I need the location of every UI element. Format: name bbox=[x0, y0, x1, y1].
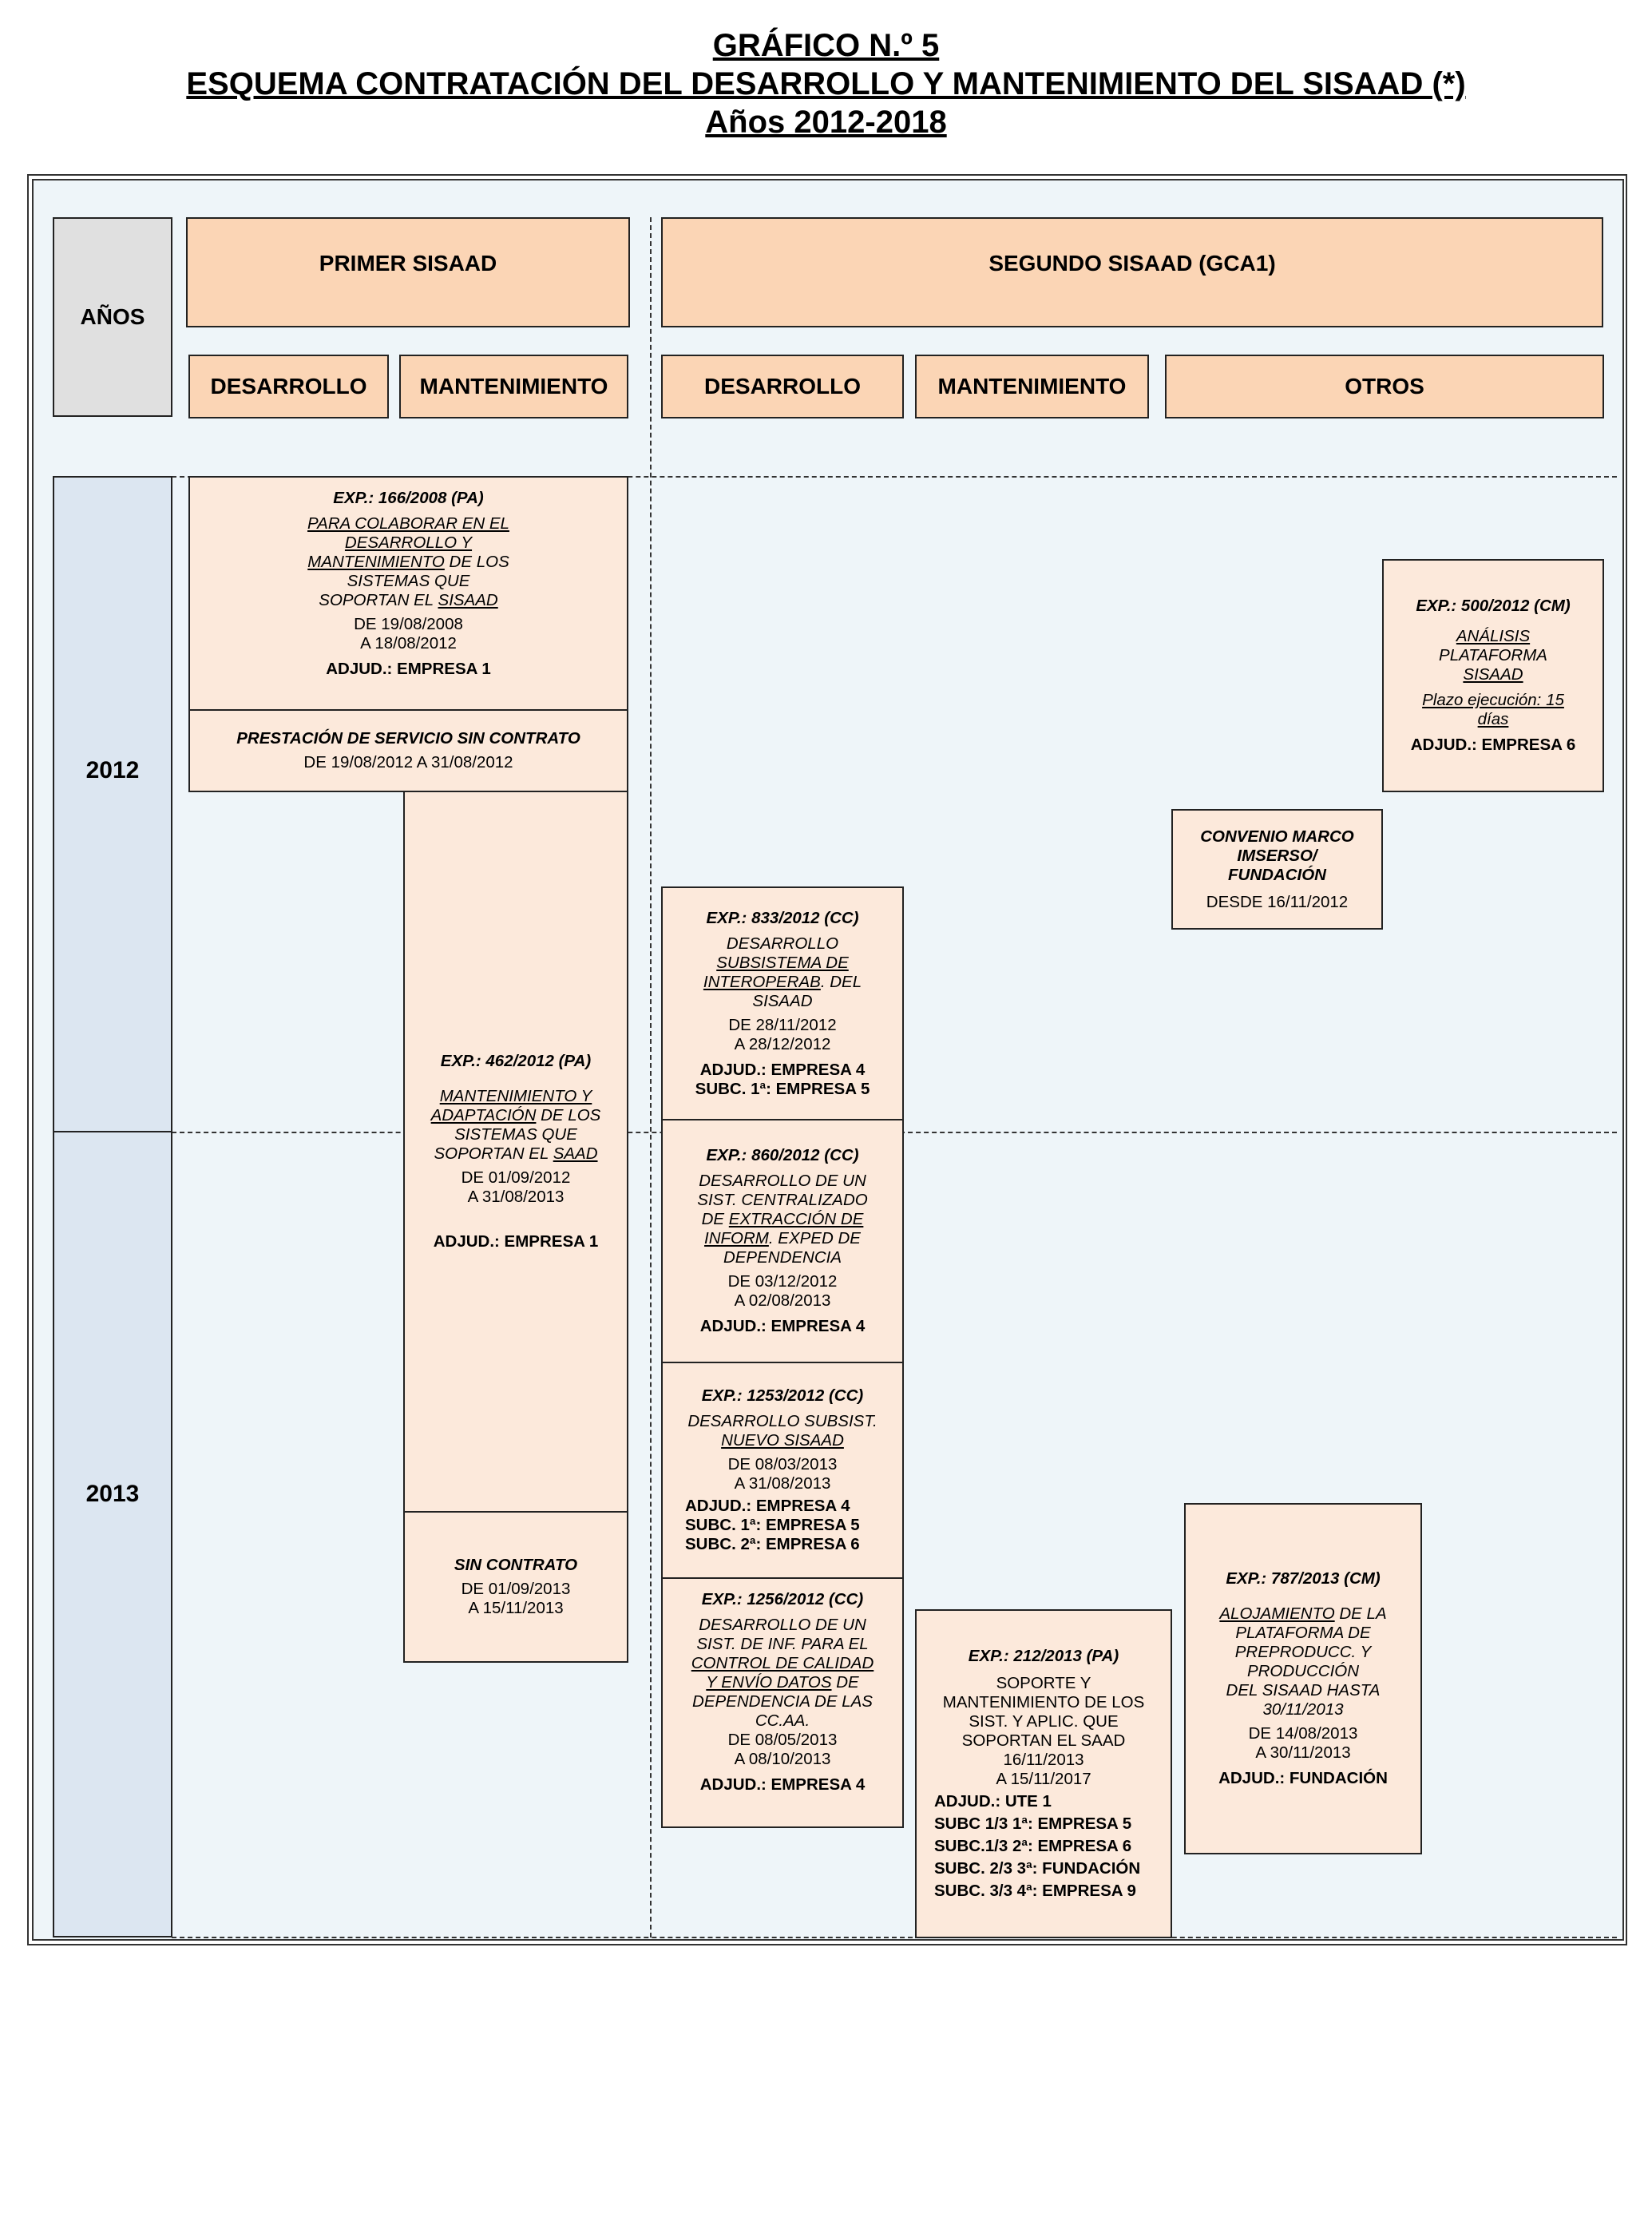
adjudicatario: ADJUD.: EMPRESA 4 bbox=[685, 1497, 850, 1515]
exp-number: EXP.: 787/2013 (CM) bbox=[1226, 1569, 1381, 1588]
adjudicatario: ADJUD.: EMPRESA 4 bbox=[699, 1775, 866, 1794]
contract-exp-787-2013: EXP.: 787/2013 (CM) ALOJAMIENTO DE LA PL… bbox=[1184, 1503, 1422, 1854]
date-range: 16/11/2013 A 15/11/2017 bbox=[996, 1751, 1091, 1788]
date-range: DE 19/08/2008 A 18/08/2012 bbox=[354, 615, 463, 652]
header-desarrollo-1: DESARROLLO bbox=[188, 355, 389, 418]
contract-exp-212-2013: EXP.: 212/2013 (PA) SOPORTE Y MANTENIMIE… bbox=[915, 1609, 1172, 1938]
convenio-date: DESDE 16/11/2012 bbox=[1206, 892, 1349, 911]
header-mantenimiento-1: MANTENIMIENTO bbox=[399, 355, 628, 418]
date-range: DE 01/09/2012 A 31/08/2013 bbox=[461, 1168, 571, 1206]
subcontratista-2: SUBC. 2ª: EMPRESA 6 bbox=[685, 1535, 860, 1553]
chart-title-line1: GRÁFICO N.º 5 bbox=[712, 28, 940, 63]
exp-number: EXP.: 1253/2012 (CC) bbox=[701, 1386, 864, 1405]
subcontratista: SUBC. 1ª: EMPRESA 5 bbox=[695, 1079, 870, 1098]
divider-year-2012-top bbox=[172, 476, 1617, 478]
exp-number: EXP.: 212/2013 (PA) bbox=[968, 1647, 1119, 1665]
header-primer-sisaad: PRIMER SISAAD bbox=[186, 217, 630, 327]
header-mantenimiento-2: MANTENIMIENTO bbox=[915, 355, 1149, 418]
date-range: DE 28/11/2012 A 28/12/2012 bbox=[728, 1015, 837, 1053]
convenio-marco-imserso: CONVENIO MARCO IMSERSO/ FUNDACIÓN DESDE … bbox=[1171, 809, 1383, 930]
convenio-title: CONVENIO MARCO IMSERSO/ FUNDACIÓN bbox=[1200, 827, 1354, 884]
description: PARA COLABORAR EN EL DESARROLLO Y MANTEN… bbox=[307, 514, 509, 609]
contract-exp-166-2008: EXP.: 166/2008 (PA) PARA COLABORAR EN EL… bbox=[188, 476, 628, 711]
adjudicatario: ADJUD.: EMPRESA 1 bbox=[326, 660, 491, 678]
year-cell-2013 bbox=[53, 1131, 172, 1937]
prestacion-title: PRESTACIÓN DE SERVICIO SIN CONTRATO bbox=[236, 729, 580, 748]
adjudicatario: ADJUD.: EMPRESA 1 bbox=[433, 1232, 599, 1251]
subcontratista-2: SUBC.1/3 2ª: EMPRESA 6 bbox=[934, 1837, 1132, 1855]
description: DESARROLLO DE UN SIST. CENTRALIZADO DE E… bbox=[697, 1172, 868, 1267]
adjudicatario: ADJUD.: FUNDACIÓN bbox=[1218, 1769, 1388, 1787]
divider-bottom bbox=[172, 1937, 1617, 1938]
subcontratista-4: SUBC. 3/3 4ª: EMPRESA 9 bbox=[934, 1882, 1136, 1900]
subcontratista-3: SUBC. 2/3 3ª: FUNDACIÓN bbox=[934, 1859, 1141, 1878]
prestacion-dates: DE 19/08/2012 A 31/08/2012 bbox=[303, 753, 513, 771]
subcontratista-1: SUBC 1/3 1ª: EMPRESA 5 bbox=[934, 1814, 1132, 1833]
year-cell-2012 bbox=[53, 476, 172, 1132]
diagram-frame bbox=[27, 174, 1627, 1945]
adjudicatario: ADJUD.: UTE 1 bbox=[934, 1792, 1052, 1810]
year-label-2013: 2013 bbox=[85, 1481, 140, 1507]
contract-sin-contrato: SIN CONTRATO DE 01/09/2013 A 15/11/2013 bbox=[403, 1511, 628, 1663]
adjudicatario: ADJUD.: EMPRESA 6 bbox=[1410, 736, 1576, 754]
contract-exp-860-2012: EXP.: 860/2012 (CC) DESARROLLO DE UN SIS… bbox=[661, 1119, 904, 1363]
chart-title-line2: ESQUEMA CONTRATACIÓN DEL DESARROLLO Y MA… bbox=[186, 66, 1466, 101]
exp-number: EXP.: 500/2012 (CM) bbox=[1416, 597, 1571, 615]
description: SOPORTE Y MANTENIMIENTO DE LOS SIST. Y A… bbox=[942, 1674, 1145, 1750]
subcontratista-1: SUBC. 1ª: EMPRESA 5 bbox=[685, 1516, 860, 1534]
description: DESARROLLO DE UN SIST. DE INF. PARA EL C… bbox=[691, 1616, 874, 1730]
adjudicatario: ADJUD.: EMPRESA 4 bbox=[699, 1060, 866, 1079]
header-segundo-sisaad: SEGUNDO SISAAD (GCA1) bbox=[661, 217, 1603, 327]
divider-primer-segundo bbox=[650, 217, 652, 1937]
header-otros: OTROS bbox=[1165, 355, 1604, 418]
description: DESARROLLO SUBSISTEMA DE INTEROPERAB. DE… bbox=[703, 934, 862, 1010]
contract-exp-1256-2012: EXP.: 1256/2012 (CC) DESARROLLO DE UN SI… bbox=[661, 1577, 904, 1828]
exp-number: EXP.: 462/2012 (PA) bbox=[440, 1052, 592, 1070]
plazo-ejecucion: Plazo ejecución: 15 días bbox=[1422, 691, 1564, 728]
chart-title-line3: Años 2012-2018 bbox=[705, 105, 947, 140]
contract-exp-833-2012: EXP.: 833/2012 (CC) DESARROLLO SUBSISTEM… bbox=[661, 886, 904, 1120]
date-range: DE 03/12/2012 A 02/08/2013 bbox=[727, 1272, 838, 1310]
contract-exp-462-2012: EXP.: 462/2012 (PA) MANTENIMIENTO Y ADAP… bbox=[403, 791, 628, 1513]
date-range: DE 08/03/2013 A 31/08/2013 bbox=[727, 1455, 838, 1493]
contract-exp-500-2012: EXP.: 500/2012 (CM) ANÁLISIS PLATAFORMA … bbox=[1382, 559, 1604, 792]
sin-contrato-title: SIN CONTRATO bbox=[454, 1556, 578, 1574]
description: ANÁLISIS PLATAFORMA SISAAD bbox=[1439, 627, 1547, 684]
header-desarrollo-2: DESARROLLO bbox=[661, 355, 904, 418]
description: DESARROLLO SUBSIST. NUEVO SISAAD bbox=[687, 1412, 878, 1450]
exp-number: EXP.: 860/2012 (CC) bbox=[706, 1146, 859, 1164]
contract-prestacion-sin-contrato: PRESTACIÓN DE SERVICIO SIN CONTRATO DE 1… bbox=[188, 709, 628, 792]
header-years: AÑOS bbox=[53, 217, 172, 417]
date-range: DE 01/09/2013 A 15/11/2013 bbox=[461, 1580, 571, 1617]
adjudicatario: ADJUD.: EMPRESA 4 bbox=[699, 1317, 866, 1335]
contract-exp-1253-2012: EXP.: 1253/2012 (CC) DESARROLLO SUBSIST.… bbox=[661, 1362, 904, 1579]
date-range: DE 08/05/2013 A 08/10/2013 bbox=[727, 1731, 838, 1768]
description: ALOJAMIENTO DE LA PLATAFORMA DE PREPRODU… bbox=[1219, 1604, 1387, 1719]
year-label-2012: 2012 bbox=[85, 757, 140, 783]
exp-number: EXP.: 833/2012 (CC) bbox=[706, 908, 859, 927]
date-range: DE 14/08/2013 A 30/11/2013 bbox=[1248, 1724, 1358, 1762]
exp-number: EXP.: 1256/2012 (CC) bbox=[701, 1590, 864, 1608]
exp-number: EXP.: 166/2008 (PA) bbox=[333, 489, 484, 507]
description: MANTENIMIENTO Y ADAPTACIÓN DE LOS SISTEM… bbox=[430, 1087, 601, 1163]
